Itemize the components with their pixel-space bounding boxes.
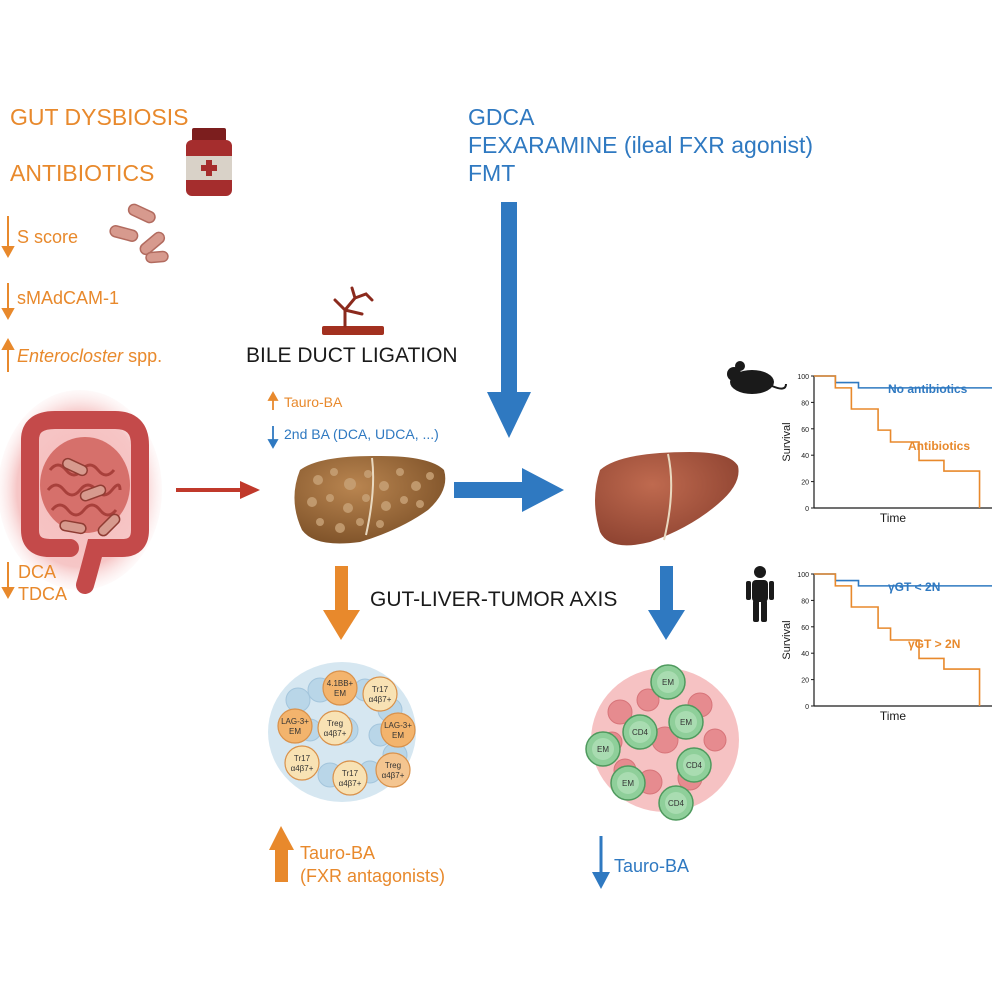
gut-illustration [0,390,162,594]
tdca-label: TDCA [18,584,67,604]
secondary-ba-label: 2nd BA (DCA, UDCA, ...) [284,426,439,442]
tauro-ba-right-label: Tauro-BA [614,856,690,876]
fxr-antagonists-label: (FXR antagonists) [300,866,446,886]
y-tick-label: 20 [801,678,809,685]
down-arrow-icon [267,426,279,449]
human-icon [746,566,774,622]
bile-duct-icon [322,286,384,335]
gut-liver-tumor-axis-title: GUT-LIVER-TUMOR AXIS [370,588,618,611]
orange-up-arrow-icon [269,826,294,882]
treatment-gdca: GDCA [468,104,535,130]
y-tick-label: 80 [801,400,809,407]
bile-duct-ligation-label: BILE DUCT LIGATION [246,344,458,367]
series-label: Antibiotics [908,439,970,453]
orange-down-arrow-icon [323,566,360,640]
antibiotics-label: ANTIBIOTICS [10,160,155,186]
red-arrow-icon [176,481,260,499]
x-axis-label: Time [880,709,907,723]
y-tick-label: 80 [801,598,809,605]
down-arrow-icon [1,216,15,259]
y-tick-label: 0 [805,506,809,513]
y-tick-label: 60 [801,427,809,434]
up-arrow-icon [267,391,279,410]
tauro-ba-left-label: Tauro-BA [300,843,376,863]
gut-dysbiosis-label: GUT DYSBIOSIS [10,104,189,130]
treatment-fmt: FMT [468,160,516,186]
enterocloster-label: Enterocloster spp. [17,346,162,367]
bacteria-icon [109,203,169,264]
mouse-icon [727,361,787,394]
survival-curve [814,375,981,508]
blue-right-arrow-icon [454,468,564,512]
y-axis-label: Survival [781,422,793,461]
enterocloster-rest: spp. [123,346,163,366]
series-label: γGT > 2N [908,637,960,651]
down-arrow-icon [1,562,15,600]
y-tick-label: 40 [801,651,809,658]
treatment-fexaramine: FEXARAMINE (ileal FXR agonist) [468,132,814,158]
smadcam-label: sMAdCAM-1 [17,288,120,308]
y-tick-label: 0 [805,704,809,711]
y-tick-label: 40 [801,453,809,460]
up-arrow-icon [1,337,15,372]
enterocloster-italic: Enterocloster [17,346,124,366]
x-axis-label: Time [880,511,907,525]
y-axis-label: Survival [781,620,793,659]
down-arrow-icon [1,283,15,321]
y-tick-label: 20 [801,480,809,487]
dca-label: DCA [18,562,57,582]
series-label: γGT < 2N [888,580,940,594]
blue-down-arrow-icon [592,836,610,889]
healthy-liver-illustration [595,452,739,546]
diseased-liver-illustration [294,455,446,544]
y-tick-label: 100 [797,374,809,381]
tumor-immune-cluster-right [591,668,739,812]
survival-curve [814,573,981,706]
blue-down-arrow-icon [487,202,531,438]
y-tick-label: 60 [801,625,809,632]
s-score-label: S score [17,227,79,247]
medicine-bottle-icon [186,128,232,196]
y-tick-label: 100 [797,572,809,579]
series-label: No antibiotics [888,382,968,396]
tumor-immune-cluster-left [268,662,416,802]
blue-down-arrow-icon [648,566,685,640]
tauro-ba-up-label: Tauro-BA [284,394,343,410]
